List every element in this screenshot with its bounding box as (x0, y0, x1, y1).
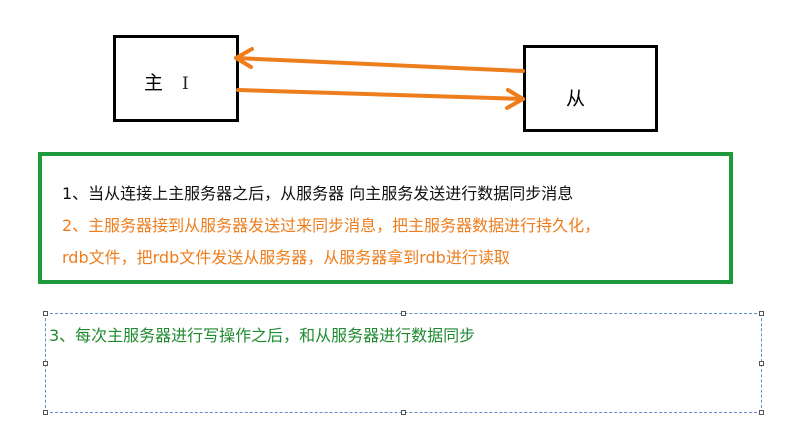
resize-handle-top-center[interactable] (401, 311, 406, 316)
text-cursor-icon: I (182, 74, 189, 94)
step-1-text: 1、当从连接上主服务器之后，从服务器 向主服务发送进行数据同步消息 (62, 184, 574, 203)
slave-label: 从 (566, 88, 586, 110)
selected-text-box[interactable]: 3、每次主服务器进行写操作之后，和从服务器进行数据同步 (43, 311, 764, 415)
sync-steps-box: 1、当从连接上主服务器之后，从服务器 向主服务发送进行数据同步消息 2、主服务器… (38, 152, 733, 284)
master-to-slave-arrowhead (505, 88, 525, 110)
resize-handle-top-left[interactable] (43, 311, 48, 316)
step-2-text-line-2: rdb文件，把rdb文件发送从服务器，从服务器拿到rdb进行读取 (62, 248, 510, 267)
slave-to-master-arrow (234, 56, 525, 73)
resize-handle-bottom-center[interactable] (401, 410, 406, 415)
resize-handle-middle-left[interactable] (43, 361, 48, 366)
step-3-text[interactable]: 3、每次主服务器进行写操作之后，和从服务器进行数据同步 (49, 326, 476, 345)
resize-handle-bottom-left[interactable] (43, 410, 48, 415)
master-to-slave-arrow (236, 88, 525, 101)
resize-handle-middle-right[interactable] (759, 361, 764, 366)
master-label: 主 (144, 72, 164, 94)
resize-handle-top-right[interactable] (759, 311, 764, 316)
slave-server-box: 从 (523, 45, 658, 132)
master-server-box: 主 (113, 35, 239, 122)
step-2-text-line-1: 2、主服务器接到从服务器发送过来同步消息，把主服务器数据进行持久化， (62, 216, 601, 235)
resize-handle-bottom-right[interactable] (759, 410, 764, 415)
